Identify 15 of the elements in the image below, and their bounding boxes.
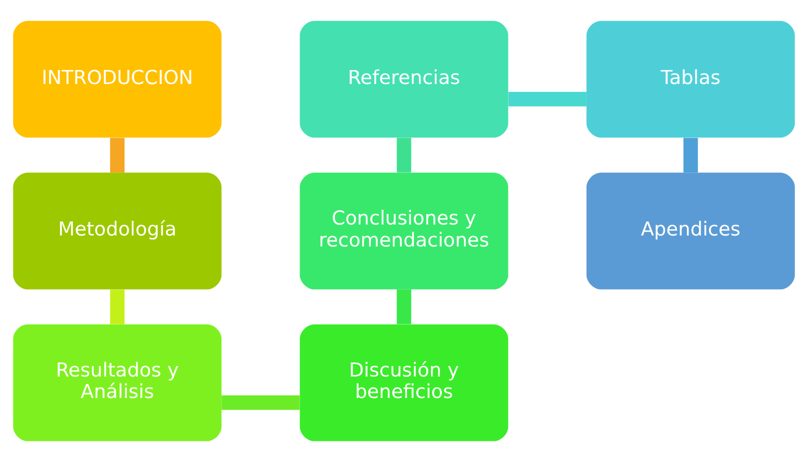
node-box: Tablas (586, 20, 795, 138)
connector (222, 394, 300, 410)
connector (396, 137, 412, 172)
node-box: Apendices (586, 172, 795, 289)
node-box: Discusión y beneficios (300, 324, 508, 441)
node-box: INTRODUCCION (13, 20, 222, 138)
node-box: Resultados y Análisis (13, 324, 222, 441)
connector (110, 137, 125, 172)
connector (110, 289, 125, 324)
connector (396, 289, 412, 324)
node-box: Referencias (300, 20, 508, 138)
connector (508, 91, 586, 106)
node-box: Conclusiones y recomendaciones (300, 172, 508, 289)
node-box: Metodología (13, 172, 222, 289)
connector (683, 137, 698, 172)
